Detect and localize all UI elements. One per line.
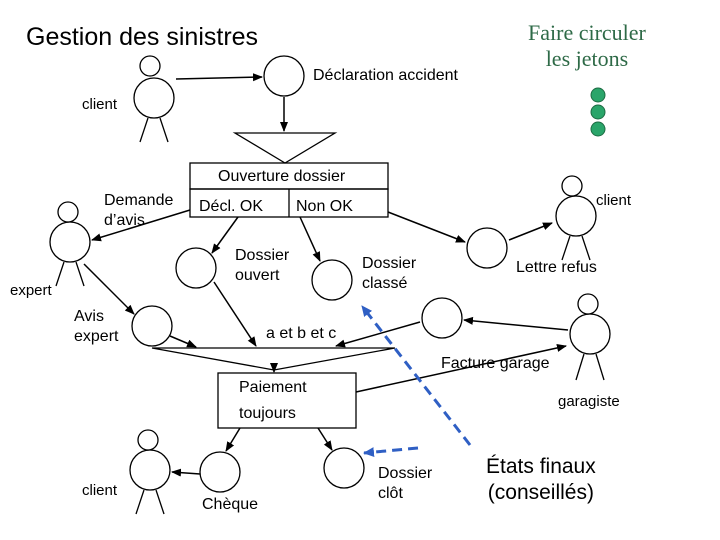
label-paiement: Paiement bbox=[239, 379, 307, 396]
arc-garagiste-facture bbox=[463, 316, 569, 331]
label-etats-finaux: États finaux (conseillés) bbox=[486, 455, 596, 504]
arc-decision-dossier-ouvert bbox=[211, 216, 239, 254]
label-demande-avis: Demande d’avis bbox=[104, 192, 174, 229]
actor-client-right bbox=[555, 175, 597, 261]
dashed-arrow-dossier-clot bbox=[363, 446, 419, 458]
label-a-et-b-et-c: a et b et c bbox=[266, 325, 337, 342]
label-declaration-accident: Déclaration accident bbox=[313, 67, 458, 84]
place-declaration bbox=[263, 55, 305, 97]
place-dossier-ouvert bbox=[175, 247, 217, 289]
arc-dossier-ouvert-join bbox=[213, 281, 257, 347]
place-lettre-refus bbox=[466, 227, 508, 269]
token-stack bbox=[590, 87, 606, 137]
label-dossier-ouvert: Dossier ouvert bbox=[235, 247, 290, 284]
token-1 bbox=[590, 87, 606, 103]
token-2 bbox=[590, 104, 606, 120]
actor-garagiste bbox=[569, 293, 611, 381]
label-client-bottom: client bbox=[82, 482, 118, 499]
arc-decision-lettre-refus bbox=[387, 211, 466, 243]
label-facture-garage: Facture garage bbox=[441, 355, 550, 372]
arc-paiement-cheque bbox=[225, 427, 241, 452]
arc-facture-join bbox=[335, 321, 421, 348]
arc-decision-expert bbox=[91, 209, 191, 242]
arc-cheque-client bbox=[171, 468, 201, 477]
arc-client-declaration bbox=[175, 73, 263, 82]
token-3 bbox=[590, 121, 606, 137]
label-decl-ok: Décl. OK bbox=[199, 198, 264, 215]
actor-client-top bbox=[133, 55, 175, 143]
transition-a-et-b-et-c bbox=[151, 347, 396, 371]
arc-lettre-refus-client bbox=[508, 222, 553, 241]
actor-expert bbox=[49, 201, 91, 287]
label-toujours: toujours bbox=[239, 405, 296, 422]
place-cheque bbox=[199, 451, 241, 493]
arc-paiement-dossier-clot bbox=[317, 427, 333, 451]
label-expert: expert bbox=[10, 282, 52, 299]
label-garagiste: garagiste bbox=[558, 393, 620, 410]
label-cheque: Chèque bbox=[202, 496, 259, 513]
transition-ouverture-funnel bbox=[232, 132, 338, 164]
label-client-right: client bbox=[596, 192, 632, 209]
dashed-arrow-etats-finaux-classe bbox=[360, 305, 472, 446]
label-dossier-clot: Dossier clôt bbox=[378, 465, 433, 502]
arc-expert-avis bbox=[83, 263, 135, 315]
arc-avis-join bbox=[169, 335, 197, 348]
page-title: Gestion des sinistres bbox=[26, 23, 259, 51]
label-ouverture-dossier: Ouverture dossier bbox=[218, 168, 346, 185]
arc-paiement-garagiste bbox=[355, 344, 567, 393]
label-avis-expert: Avis expert bbox=[74, 308, 119, 345]
transition-paiement-box bbox=[217, 372, 357, 429]
place-dossier-clot bbox=[323, 447, 365, 489]
arc-decision-dossier-classe bbox=[299, 216, 321, 262]
label-client-top: client bbox=[82, 96, 118, 113]
note-faire-circuler: Faire circuler les jetons bbox=[528, 20, 646, 71]
label-non-ok: Non OK bbox=[296, 198, 353, 215]
place-avis-expert bbox=[131, 305, 173, 347]
label-dossier-classe: Dossier classé bbox=[362, 255, 417, 292]
label-lettre-refus: Lettre refus bbox=[516, 259, 597, 276]
place-facture-garage bbox=[421, 297, 463, 339]
place-dossier-classe bbox=[311, 259, 353, 301]
actor-client-bottom bbox=[129, 429, 171, 515]
